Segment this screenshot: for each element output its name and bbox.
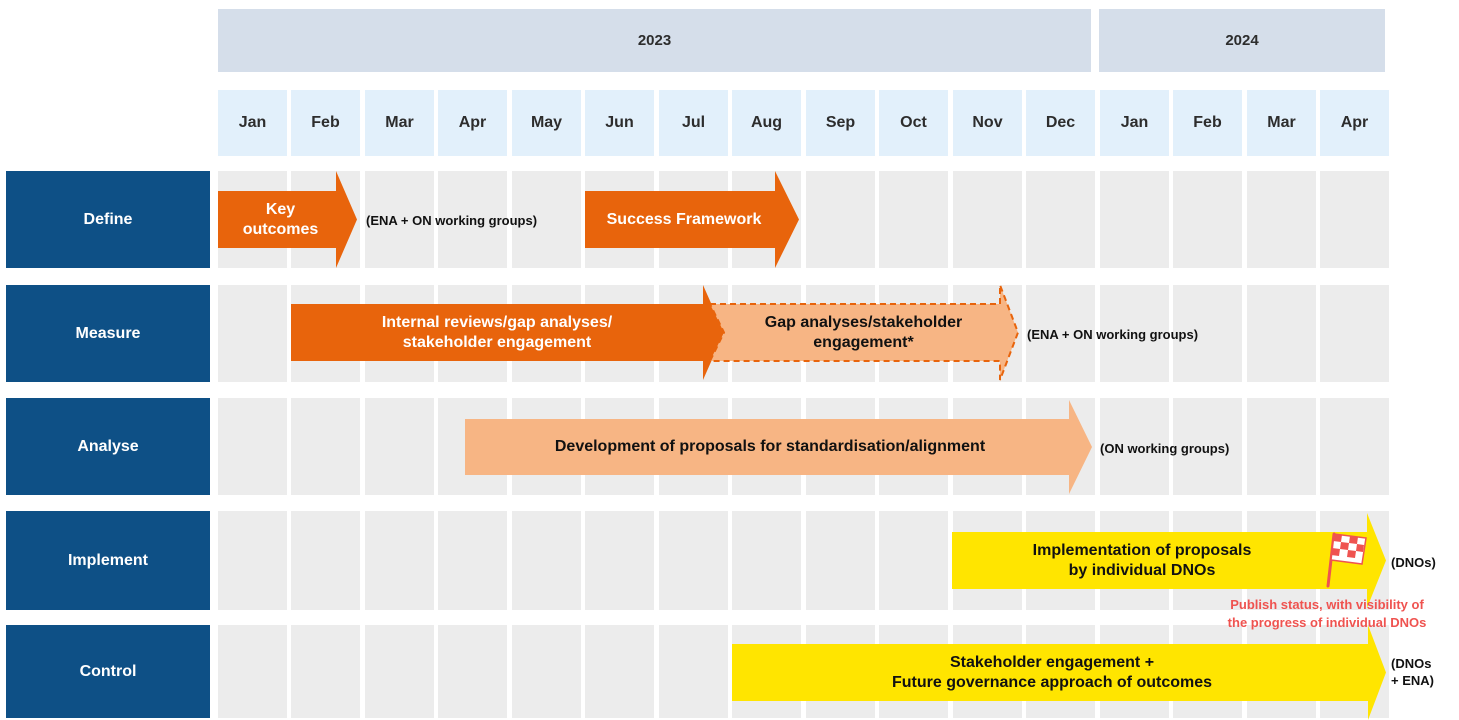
grid-cell bbox=[1100, 398, 1169, 495]
grid-cell bbox=[438, 625, 507, 718]
arrow-success-framework-shape bbox=[585, 171, 799, 268]
grid-cell bbox=[1247, 171, 1316, 268]
month-header: Aug bbox=[732, 90, 801, 156]
grid-cell bbox=[1320, 398, 1389, 495]
grid-cell bbox=[585, 511, 654, 610]
grid-cell bbox=[291, 625, 360, 718]
grid-cell bbox=[365, 171, 434, 268]
grid-cell bbox=[291, 398, 360, 495]
month-header: Apr bbox=[438, 90, 507, 156]
grid-cell bbox=[512, 171, 581, 268]
month-header: Jul bbox=[659, 90, 728, 156]
phase-analyse: Analyse bbox=[6, 398, 210, 495]
month-header: Mar bbox=[365, 90, 434, 156]
publish-status-note: Publish status, with visibility of the p… bbox=[1227, 597, 1427, 631]
arrow-key-outcomes-label: Key outcomes bbox=[242, 200, 319, 238]
arrow-implementation-proposals-label: Implementation of proposals by individua… bbox=[1032, 541, 1252, 579]
phase-control: Control bbox=[6, 625, 210, 718]
grid-cell bbox=[1173, 398, 1242, 495]
grid-cell bbox=[365, 625, 434, 718]
grid-cell bbox=[291, 511, 360, 610]
grid-cell bbox=[1320, 285, 1389, 382]
arrow-internal-reviews: Internal reviews/gap analyses/ stakehold… bbox=[291, 285, 724, 380]
year-header-2024: 2024 bbox=[1099, 9, 1385, 72]
grid-cell bbox=[365, 511, 434, 610]
grid-cell bbox=[806, 511, 875, 610]
grid-cell bbox=[585, 625, 654, 718]
month-header: Oct bbox=[879, 90, 948, 156]
grid-cell bbox=[1247, 398, 1316, 495]
arrow-gap-analyses-shape bbox=[708, 284, 1020, 381]
grid-cell bbox=[1320, 171, 1389, 268]
arrow-development-proposals: Development of proposals for standardisa… bbox=[465, 400, 1092, 494]
checkered-flag-icon bbox=[1326, 530, 1370, 588]
arrow-gap-analyses: Gap analyses/stakeholder engagement* bbox=[706, 284, 1020, 381]
analyse-note: (ON working groups) bbox=[1100, 441, 1230, 456]
control-note: (DNOs + ENA) bbox=[1391, 656, 1434, 688]
grid-cell bbox=[806, 171, 875, 268]
month-header: Jan bbox=[1100, 90, 1169, 156]
implement-note: (DNOs) bbox=[1391, 555, 1436, 570]
arrow-key-outcomes-shape bbox=[218, 171, 357, 268]
grid-cell bbox=[512, 625, 581, 718]
arrow-development-proposals-shape bbox=[465, 400, 1092, 494]
month-header: Apr bbox=[1320, 90, 1389, 156]
arrow-internal-reviews-label: Internal reviews/gap analyses/ stakehold… bbox=[381, 313, 613, 351]
checkered-flag-shape bbox=[1326, 532, 1367, 588]
grid-cell bbox=[953, 171, 1022, 268]
month-header: Mar bbox=[1247, 90, 1316, 156]
grid-cell bbox=[659, 511, 728, 610]
phase-implement: Implement bbox=[6, 511, 210, 610]
grid-cell bbox=[218, 398, 287, 495]
grid-cell bbox=[732, 511, 801, 610]
grid-cell bbox=[1100, 171, 1169, 268]
month-header: Feb bbox=[291, 90, 360, 156]
phase-define: Define bbox=[6, 171, 210, 268]
grid-cell bbox=[512, 511, 581, 610]
phase-measure: Measure bbox=[6, 285, 210, 382]
arrow-success-framework: Success Framework bbox=[585, 171, 799, 268]
month-header: Nov bbox=[953, 90, 1022, 156]
grid-cell bbox=[879, 511, 948, 610]
arrow-implementation-proposals: Implementation of proposals by individua… bbox=[952, 513, 1386, 608]
arrow-internal-reviews-shape bbox=[291, 285, 724, 380]
arrow-key-outcomes: Key outcomes bbox=[218, 171, 357, 268]
grid-cell bbox=[659, 625, 728, 718]
grid-cell bbox=[438, 511, 507, 610]
define-note: (ENA + ON working groups) bbox=[366, 213, 538, 228]
year-header-2023: 2023 bbox=[218, 9, 1091, 72]
month-header: Sep bbox=[806, 90, 875, 156]
grid-cell bbox=[218, 625, 287, 718]
month-header: May bbox=[512, 90, 581, 156]
grid-cell bbox=[1173, 285, 1242, 382]
month-header: Jun bbox=[585, 90, 654, 156]
month-header: Dec bbox=[1026, 90, 1095, 156]
grid-cell bbox=[879, 171, 948, 268]
grid-cell bbox=[1173, 171, 1242, 268]
arrow-implementation-proposals-shape bbox=[952, 513, 1386, 608]
grid-cell bbox=[218, 285, 287, 382]
arrow-development-proposals-label: Development of proposals for standardisa… bbox=[554, 438, 986, 455]
grid-cell bbox=[1026, 171, 1095, 268]
month-header: Feb bbox=[1173, 90, 1242, 156]
arrow-gap-analyses-label: Gap analyses/stakeholder engagement* bbox=[764, 313, 963, 351]
grid-cell bbox=[1247, 285, 1316, 382]
arrow-stakeholder-governance: Stakeholder engagement + Future governan… bbox=[732, 625, 1386, 720]
grid-cell bbox=[438, 171, 507, 268]
grid-cell bbox=[1100, 285, 1169, 382]
month-header: Jan bbox=[218, 90, 287, 156]
arrow-stakeholder-governance-label: Stakeholder engagement + Future governan… bbox=[891, 653, 1213, 691]
measure-note: (ENA + ON working groups) bbox=[1027, 327, 1199, 342]
arrow-success-framework-label: Success Framework bbox=[606, 210, 762, 228]
grid-cell bbox=[365, 398, 434, 495]
grid-cell bbox=[218, 511, 287, 610]
arrow-stakeholder-governance-shape bbox=[732, 625, 1386, 720]
grid-cell bbox=[1026, 285, 1095, 382]
